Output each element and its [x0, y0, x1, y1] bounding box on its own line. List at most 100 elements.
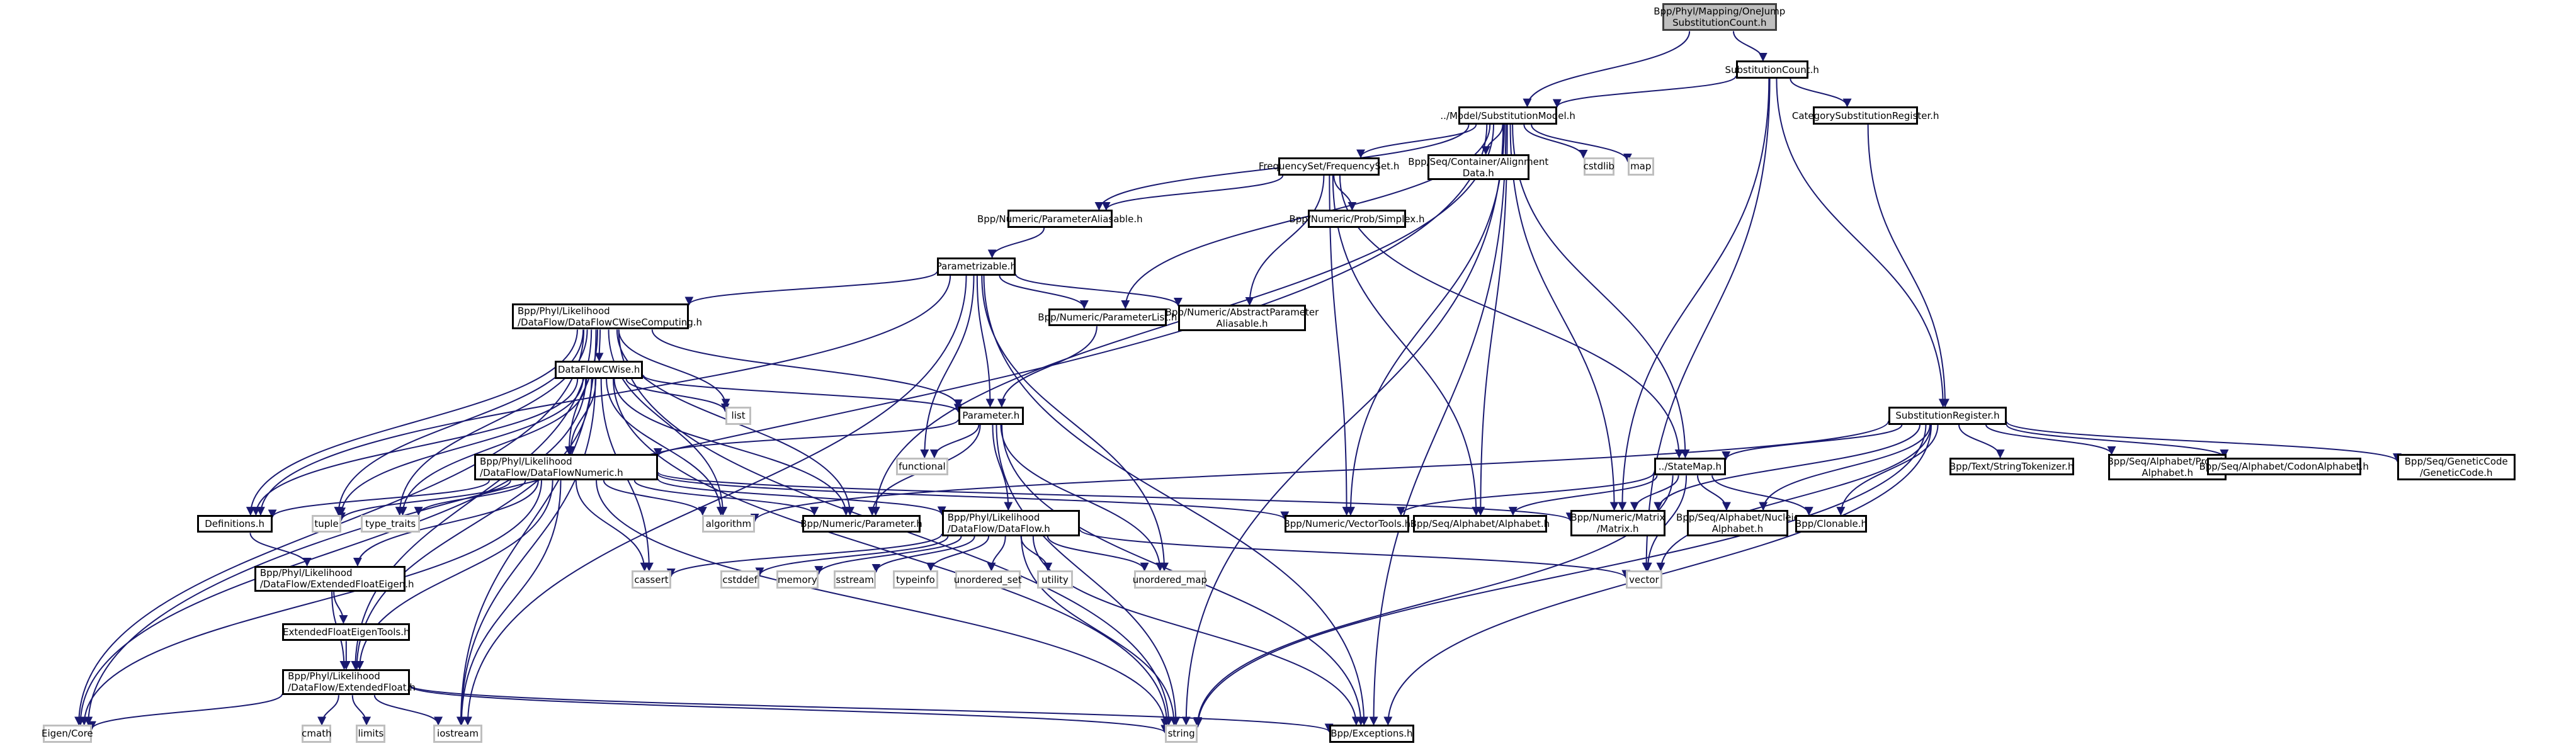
- node-label: Bpp/Seq/Alphabet/Alphabet.h: [1410, 518, 1550, 530]
- edge-freqset-to-simplex: [1333, 175, 1357, 211]
- edge-parametrizable-to-definitions: [256, 275, 951, 516]
- node-subcount[interactable]: SubstitutionCount.h: [1725, 60, 1819, 79]
- edge-dfnumeric-to-dataflow: [657, 478, 946, 516]
- node-matrix[interactable]: Bpp/Numeric/Matrix /Matrix.h: [1570, 509, 1665, 536]
- node-codon[interactable]: Bpp/Seq/Alphabet/CodonAlphabet.h: [2199, 457, 2369, 476]
- node-extfloat[interactable]: Bpp/Phyl/Likelihood /DataFlow/ExtendedFl…: [282, 669, 416, 696]
- node-alphabet[interactable]: Bpp/Seq/Alphabet/Alphabet.h: [1410, 514, 1550, 533]
- node-exceptions[interactable]: Bpp/Exceptions.h: [1329, 725, 1415, 743]
- node-efeigentools[interactable]: ExtendedFloatEigenTools.h: [282, 623, 411, 641]
- node-list[interactable]: list: [725, 406, 752, 425]
- node-iostream[interactable]: iostream: [433, 725, 483, 743]
- node-cassert[interactable]: cassert: [632, 570, 671, 589]
- node-simplex[interactable]: Bpp/Numeric/Prob/Simplex.h: [1289, 210, 1424, 228]
- edge-parametrizable-to-exceptions: [983, 275, 1369, 726]
- node-map[interactable]: map: [1627, 157, 1654, 176]
- node-label: Bpp/Exceptions.h: [1331, 728, 1413, 740]
- node-functional[interactable]: functional: [895, 457, 949, 476]
- node-vectortools[interactable]: Bpp/Numeric/VectorTools.h: [1283, 514, 1410, 533]
- edge-submodel-to-matrix: [1509, 124, 1619, 511]
- node-label: cassert: [634, 574, 669, 585]
- edge-subreg-to-statemap: [1722, 424, 1903, 461]
- node-nucleic[interactable]: Bpp/Seq/Alphabet/Nucleic Alphabet.h: [1676, 509, 1799, 536]
- node-paramlist[interactable]: Bpp/Numeric/ParameterList.h: [1038, 308, 1177, 327]
- node-submodel[interactable]: ../Model/SubstitutionModel.h: [1440, 106, 1575, 125]
- edge-submodel-to-eigencore: [84, 124, 1488, 726]
- node-dfcwisecomp[interactable]: Bpp/Phyl/Likelihood /DataFlow/DataFlowCW…: [511, 303, 702, 330]
- node-parameter[interactable]: Parameter.h: [958, 406, 1024, 425]
- node-typeinfo[interactable]: typeinfo: [892, 570, 939, 589]
- edge-dfcwisecomp-to-extfloat: [351, 329, 593, 670]
- node-clonable[interactable]: Bpp/Clonable.h: [1795, 514, 1868, 533]
- node-eigencore[interactable]: Eigen/Core: [41, 725, 93, 743]
- node-label: Bpp/Numeric/Prob/Simplex.h: [1289, 213, 1425, 225]
- node-label: limits: [358, 728, 384, 740]
- node-statemap[interactable]: ../StateMap.h: [1654, 457, 1727, 476]
- node-label: Bpp/Numeric/ParameterList.h: [1038, 311, 1177, 323]
- node-geneticcode[interactable]: Bpp/Seq/GeneticCode /GeneticCode.h: [2397, 454, 2516, 481]
- edge-parameter-to-dataflow: [992, 424, 1013, 511]
- edge-freqset-to-statemap: [1339, 175, 1684, 459]
- edge-dfnumeric-to-tuple: [337, 480, 511, 521]
- edge-parameter-to-dfnumeric: [654, 419, 959, 457]
- node-efeigen[interactable]: Bpp/Phyl/Likelihood /DataFlow/ExtendedFl…: [254, 565, 414, 592]
- node-numparameter[interactable]: Bpp/Numeric/Parameter.h: [800, 514, 922, 533]
- node-label: Bpp/Phyl/Likelihood /DataFlow/ExtendedFl…: [259, 567, 414, 591]
- edge-dfcwise-to-tuple: [337, 378, 584, 517]
- node-cmath[interactable]: cmath: [302, 725, 332, 743]
- edge-extfloat-to-iostream: [373, 695, 443, 726]
- node-cstdlib[interactable]: cstdlib: [1583, 157, 1615, 176]
- node-dfcwise[interactable]: DataFlowCWise.h: [554, 360, 644, 379]
- edge-dfcwisecomp-to-definitions: [246, 329, 578, 516]
- node-subreg[interactable]: SubstitutionRegister.h: [1888, 406, 2007, 425]
- node-catreg[interactable]: CategorySubstitutionRegister.h: [1792, 106, 1939, 125]
- edge-dfcwisecomp-to-iostream: [456, 329, 597, 726]
- node-paramalias[interactable]: Bpp/Numeric/ParameterAliasable.h: [977, 210, 1143, 228]
- node-algorithm[interactable]: algorithm: [702, 514, 755, 533]
- node-utility[interactable]: utility: [1036, 570, 1074, 589]
- edge-dfcwise-to-list: [625, 378, 730, 412]
- node-label: Bpp/Numeric/Parameter.h: [800, 518, 922, 530]
- node-cstddef[interactable]: cstddef: [720, 570, 760, 589]
- node-parametrizable[interactable]: Parametrizable.h: [936, 257, 1016, 276]
- edge-freqset-to-alphabet: [1332, 175, 1481, 516]
- edge-extfloat-to-cmath: [317, 695, 339, 726]
- edge-submodel-to-cstdlib: [1523, 124, 1588, 159]
- edge-statemap-to-alphabet: [1508, 475, 1658, 516]
- node-string[interactable]: string: [1165, 725, 1198, 743]
- edge-submodel-to-map: [1531, 124, 1632, 162]
- edge-subcount-to-vector: [1642, 79, 1771, 572]
- node-label: Bpp/Phyl/Mapping/OneJump SubstitutionCou…: [1654, 6, 1786, 29]
- node-label: sstream: [836, 574, 874, 585]
- edge-statemap-to-vectortools: [1397, 472, 1655, 516]
- edge-paramalias-to-parametrizable: [987, 227, 1045, 259]
- node-aligndata[interactable]: Bpp/Seq/Container/Alignment Data.h: [1408, 154, 1548, 181]
- edge-freqset-to-vectortools: [1329, 175, 1351, 516]
- edge-subreg-to-strtok: [1958, 424, 2005, 459]
- node-tuple[interactable]: tuple: [312, 514, 341, 533]
- edge-dfcwisecomp-to-parameter: [651, 329, 963, 409]
- node-dfnumeric[interactable]: Bpp/Phyl/Likelihood /DataFlow/DataFlowNu…: [474, 454, 658, 481]
- node-label: Bpp/Clonable.h: [1795, 518, 1868, 530]
- edge-dfnumeric-to-typetraits: [414, 480, 526, 516]
- node-sstream[interactable]: sstream: [833, 570, 877, 589]
- edge-dfcwisecomp-to-list: [618, 329, 730, 408]
- node-label: unordered_set: [953, 574, 1022, 585]
- node-memory[interactable]: memory: [776, 570, 819, 589]
- node-definitions[interactable]: Definitions.h: [196, 514, 273, 533]
- node-freqset[interactable]: FrequencySet/FrequencySet.h: [1259, 157, 1399, 176]
- node-proteic[interactable]: Bpp/Seq/Alphabet/Proteic Alphabet.h: [2107, 454, 2228, 481]
- node-absparamalias[interactable]: Bpp/Numeric/AbstractParameter Aliasable.…: [1166, 305, 1319, 332]
- node-dataflow[interactable]: Bpp/Phyl/Likelihood /DataFlow/DataFlow.h: [941, 509, 1080, 536]
- node-label: ../StateMap.h: [1658, 460, 1722, 472]
- node-vector[interactable]: vector: [1626, 570, 1662, 589]
- node-typetraits[interactable]: type_traits: [361, 514, 421, 533]
- node-unordmap[interactable]: unordered_map: [1133, 570, 1207, 589]
- node-label: Bpp/Text/StringTokenizer.h: [1949, 460, 2074, 472]
- edge-dfnumeric-to-cassert: [575, 480, 649, 572]
- node-label: FrequencySet/FrequencySet.h: [1258, 161, 1400, 172]
- node-limits[interactable]: limits: [356, 725, 386, 743]
- node-label: Eigen/Core: [41, 728, 93, 740]
- node-strtok[interactable]: Bpp/Text/StringTokenizer.h: [1949, 457, 2074, 476]
- node-unordset[interactable]: unordered_set: [953, 570, 1022, 589]
